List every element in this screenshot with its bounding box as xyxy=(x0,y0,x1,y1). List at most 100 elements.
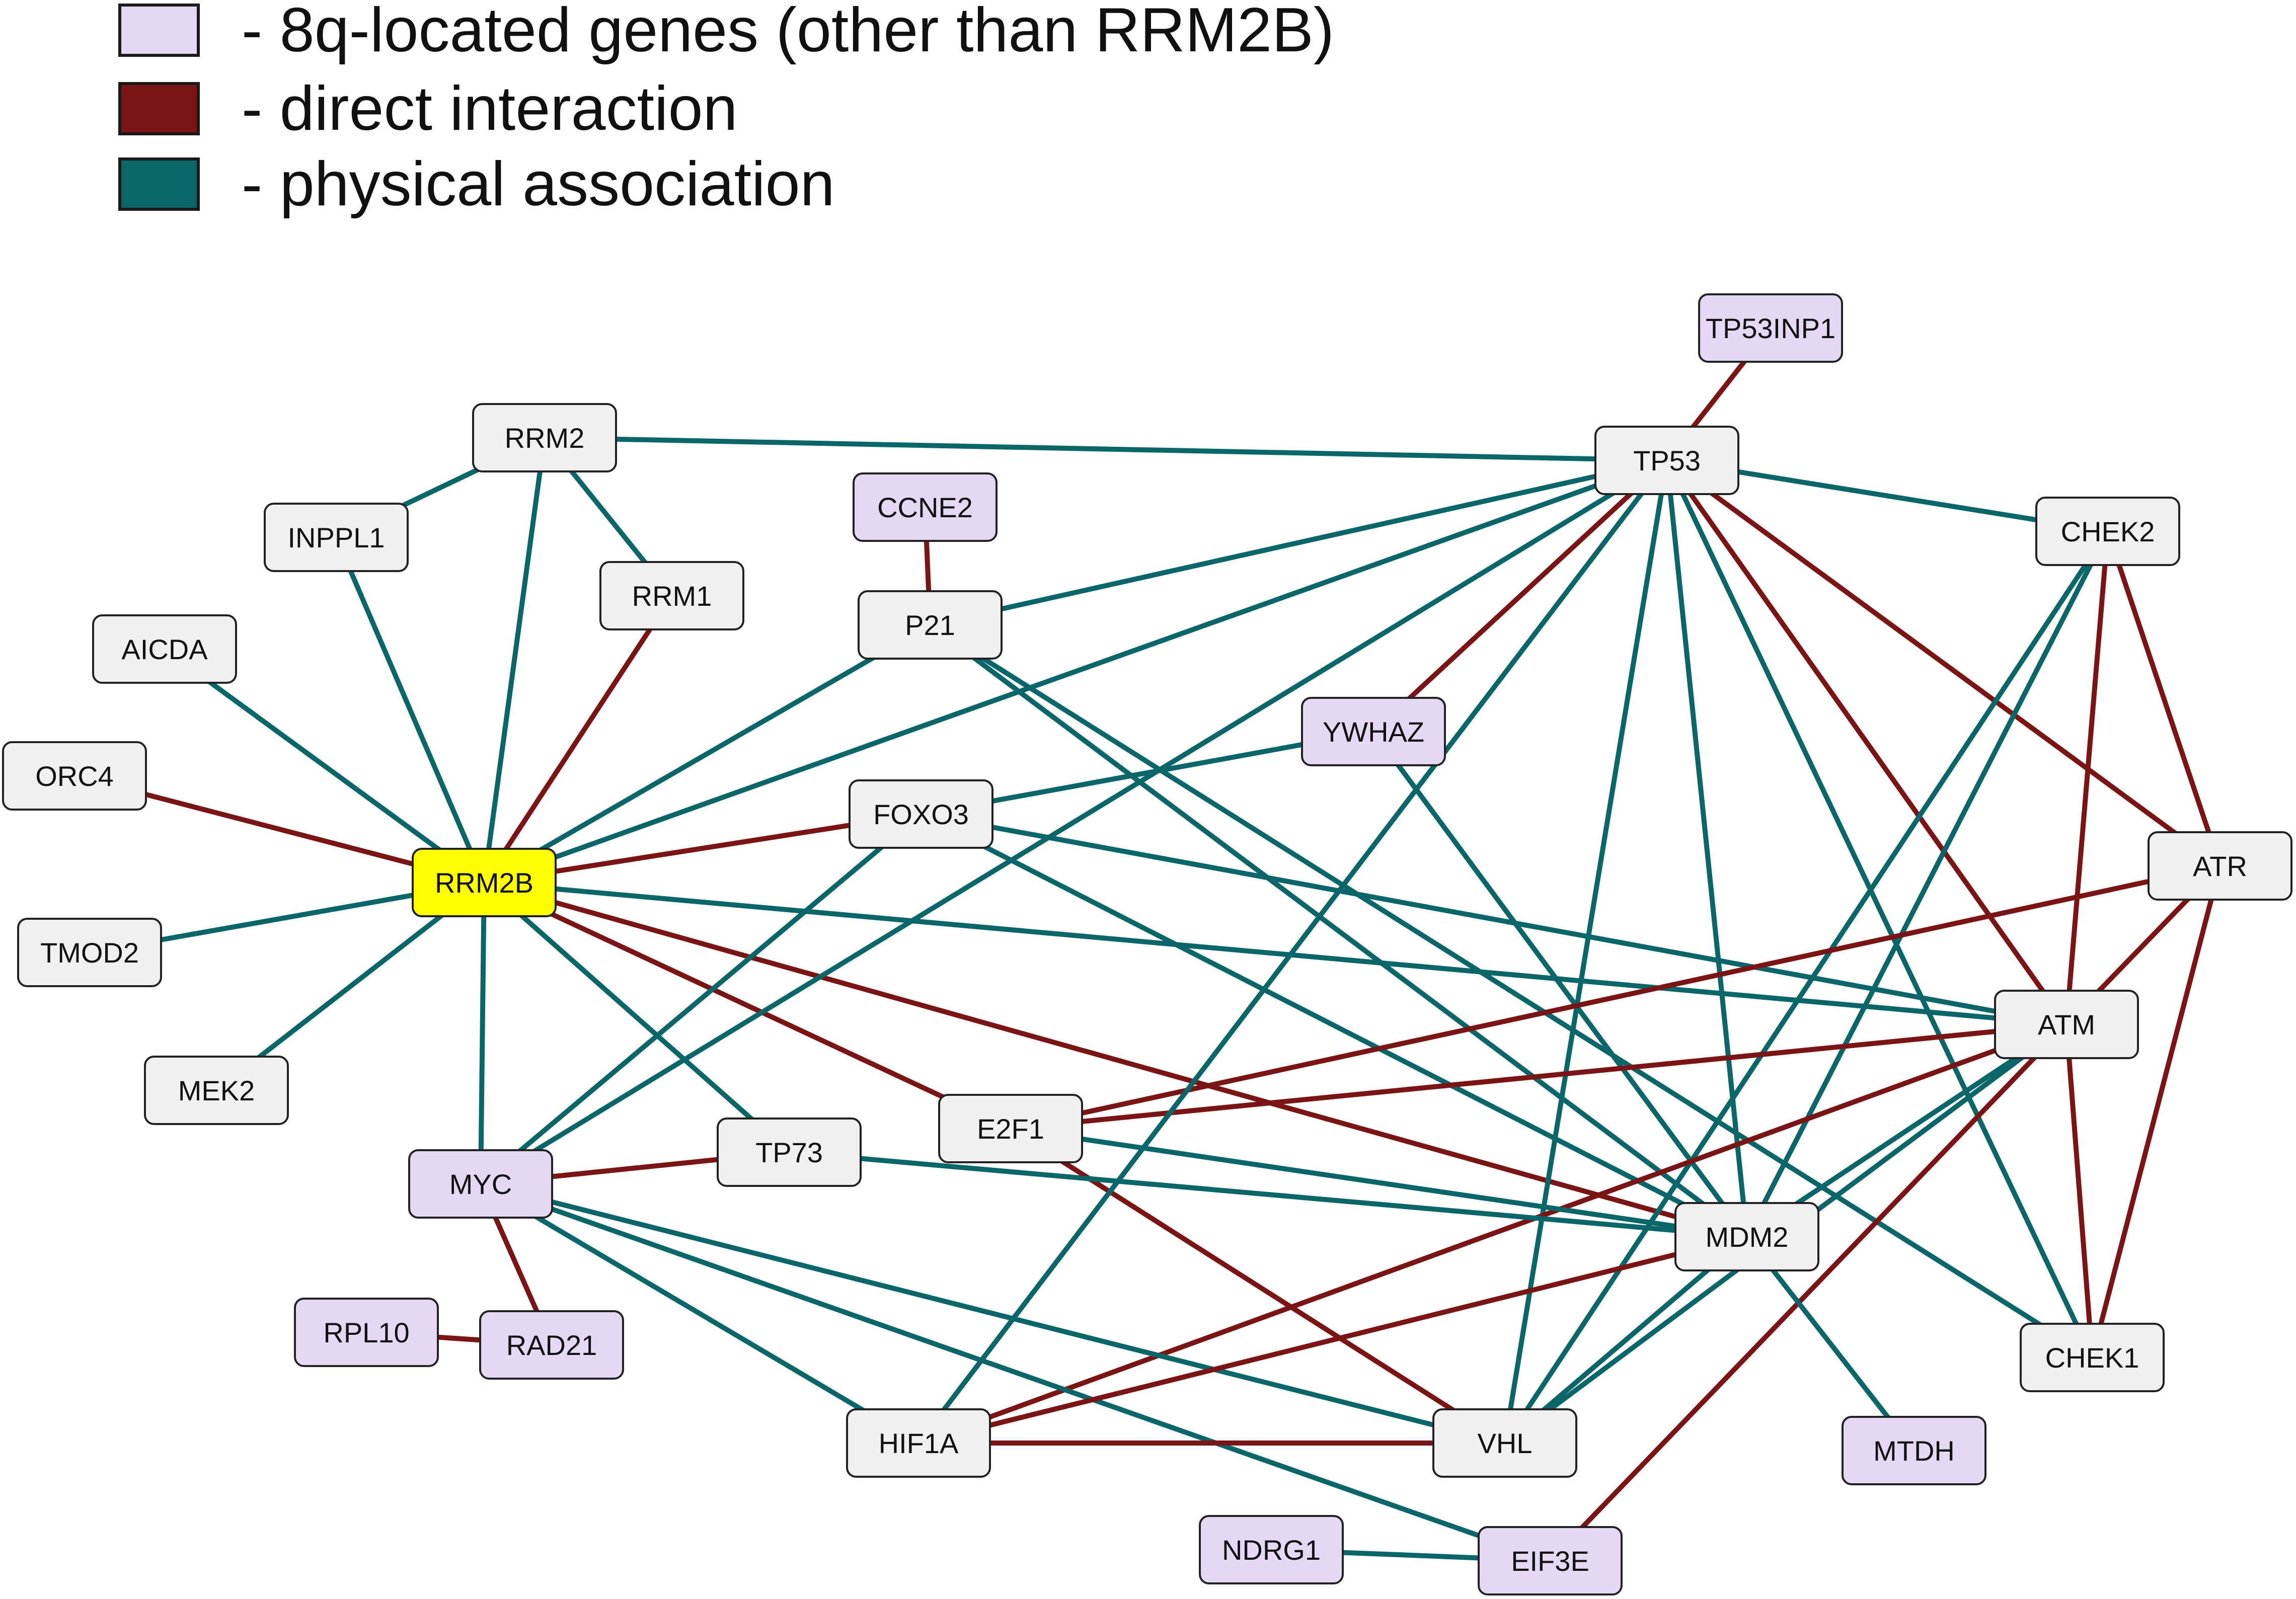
gene-label-rrm2: RRM2 xyxy=(505,422,585,454)
gene-node-mek2[interactable]: MEK2 xyxy=(144,1056,289,1125)
gene-label-rpl10: RPL10 xyxy=(323,1317,409,1348)
gene-label-mdm2: MDM2 xyxy=(1706,1221,1789,1253)
edge-rrm2b-tp73 xyxy=(482,880,792,1155)
gene-node-box-tmod2 xyxy=(17,918,162,987)
legend-label-8q: - 8q-located genes (other than RRM2B) xyxy=(242,0,1334,65)
gene-node-rrm2b[interactable]: RRM2B xyxy=(412,848,557,917)
gene-node-box-rrm1 xyxy=(599,561,744,630)
edge-rrm2b-foxo3 xyxy=(482,812,924,885)
legend-swatch-physical xyxy=(118,157,200,211)
gene-node-chek2[interactable]: CHEK2 xyxy=(2035,497,2180,566)
gene-node-vhl[interactable]: VHL xyxy=(1432,1408,1577,1478)
gene-node-box-tp53 xyxy=(1594,426,1739,495)
legend-swatch-8q xyxy=(118,4,200,57)
gene-label-foxo3: FOXO3 xyxy=(873,798,969,830)
gene-node-tp53inp1[interactable]: TP53INP1 xyxy=(1698,293,1843,363)
gene-label-tmod2: TMOD2 xyxy=(40,937,139,969)
gene-node-rad21[interactable]: RAD21 xyxy=(479,1310,624,1380)
legend-swatch-direct xyxy=(118,82,200,135)
gene-label-e2f1: E2F1 xyxy=(977,1113,1044,1145)
edge-mdm2-hif1a xyxy=(916,1234,1749,1446)
gene-node-box-atr xyxy=(2148,831,2292,901)
edge-atr-chek1 xyxy=(2090,863,2223,1360)
edge-e2f1-mdm2 xyxy=(1008,1126,1749,1239)
gene-node-box-ywhaz xyxy=(1301,697,1446,766)
gene-label-ccne2: CCNE2 xyxy=(877,492,973,523)
gene-node-ywhaz[interactable]: YWHAZ xyxy=(1301,697,1446,766)
gene-node-ndrg1[interactable]: NDRG1 xyxy=(1199,1515,1344,1584)
gene-node-box-tp53inp1 xyxy=(1698,293,1843,363)
gene-label-ywhaz: YWHAZ xyxy=(1323,716,1424,748)
gene-label-rrm1: RRM1 xyxy=(632,580,712,612)
edge-tp53-atr xyxy=(1664,458,2223,868)
gene-node-rpl10[interactable]: RPL10 xyxy=(294,1298,439,1367)
edge-hif1a-tp53 xyxy=(916,458,1669,1446)
edge-p21-mdm2 xyxy=(928,622,1749,1239)
gene-label-aicda: AICDA xyxy=(121,633,208,665)
edge-rrm2b-mdm2 xyxy=(482,880,1749,1239)
gene-node-eif3e[interactable]: EIF3E xyxy=(1478,1526,1623,1595)
gene-node-chek1[interactable]: CHEK1 xyxy=(2020,1323,2165,1392)
gene-label-eif3e: EIF3E xyxy=(1511,1545,1589,1577)
gene-node-orc4[interactable]: ORC4 xyxy=(2,741,147,811)
edge-rrm2b-myc xyxy=(478,880,487,1186)
edge-atm-chek1 xyxy=(2064,1022,2095,1360)
edge-tp53-chek1 xyxy=(1664,458,2095,1360)
edge-atm-mdm2 xyxy=(1744,1022,2069,1239)
gene-node-mtdh[interactable]: MTDH xyxy=(1842,1416,1986,1485)
gene-node-box-atm xyxy=(1994,990,2139,1059)
gene-node-rrm1[interactable]: RRM1 xyxy=(599,561,744,630)
gene-node-box-mek2 xyxy=(144,1056,289,1125)
legend-label-direct: - direct interaction xyxy=(242,74,738,143)
gene-node-box-rrm2 xyxy=(472,403,617,472)
gene-node-box-tp73 xyxy=(717,1117,862,1187)
gene-node-e2f1[interactable]: E2F1 xyxy=(938,1094,1083,1163)
gene-node-box-eif3e xyxy=(1478,1526,1623,1595)
gene-node-box-ccne2 xyxy=(853,472,998,542)
edge-p21-chek1 xyxy=(928,622,2095,1360)
gene-node-box-vhl xyxy=(1432,1408,1577,1478)
edge-atm-hif1a xyxy=(916,1022,2069,1446)
gene-node-box-myc xyxy=(408,1149,553,1219)
edge-tp73-mdm2 xyxy=(787,1150,1749,1239)
gene-node-hif1a[interactable]: HIF1A xyxy=(846,1408,991,1478)
edge-mdm2-mtdh xyxy=(1744,1234,1917,1453)
gene-label-inppl1: INPPL1 xyxy=(288,522,385,553)
gene-node-ccne2[interactable]: CCNE2 xyxy=(853,472,998,542)
gene-label-tp53: TP53 xyxy=(1633,445,1701,476)
gene-node-mdm2[interactable]: MDM2 xyxy=(1674,1202,1819,1271)
gene-node-myc[interactable]: MYC xyxy=(408,1149,553,1219)
gene-node-foxo3[interactable]: FOXO3 xyxy=(849,779,993,849)
edge-tp53-myc xyxy=(478,458,1669,1186)
gene-node-box-hif1a xyxy=(846,1408,991,1478)
edge-tp53-atm xyxy=(1664,458,2069,1027)
edge-chek2-vhl xyxy=(1502,529,2110,1446)
edge-tp53-chek2 xyxy=(1664,458,2110,534)
gene-label-chek1: CHEK1 xyxy=(2045,1342,2139,1374)
gene-node-box-mdm2 xyxy=(1674,1202,1819,1271)
gene-node-p21[interactable]: P21 xyxy=(858,590,1003,660)
edge-atr-e2f1 xyxy=(1008,863,2223,1131)
legend-label-physical: - physical association xyxy=(242,149,835,219)
gene-node-atm[interactable]: ATM xyxy=(1994,990,2139,1059)
gene-node-rrm2[interactable]: RRM2 xyxy=(472,403,617,472)
gene-label-p21: P21 xyxy=(905,609,955,641)
gene-node-box-e2f1 xyxy=(938,1094,1083,1163)
gene-label-rad21: RAD21 xyxy=(506,1329,597,1361)
gene-label-rrm2b: RRM2B xyxy=(435,867,533,899)
gene-label-orc4: ORC4 xyxy=(35,760,114,792)
gene-node-tp73[interactable]: TP73 xyxy=(717,1117,862,1187)
gene-label-tp73: TP73 xyxy=(755,1137,823,1168)
gene-node-box-mtdh xyxy=(1842,1416,1986,1485)
edge-rrm2b-inppl1 xyxy=(334,535,487,885)
gene-node-tmod2[interactable]: TMOD2 xyxy=(17,918,162,987)
gene-node-inppl1[interactable]: INPPL1 xyxy=(264,503,409,572)
gene-node-tp53[interactable]: TP53 xyxy=(1594,426,1739,495)
gene-node-atr[interactable]: ATR xyxy=(2148,831,2292,901)
edge-foxo3-mdm2 xyxy=(919,812,1749,1239)
gene-node-aicda[interactable]: AICDA xyxy=(92,614,237,684)
edge-myc-vhl xyxy=(478,1181,1507,1446)
edge-foxo3-atm xyxy=(919,812,2069,1027)
gene-node-box-p21 xyxy=(858,590,1003,660)
gene-label-ndrg1: NDRG1 xyxy=(1222,1534,1321,1566)
